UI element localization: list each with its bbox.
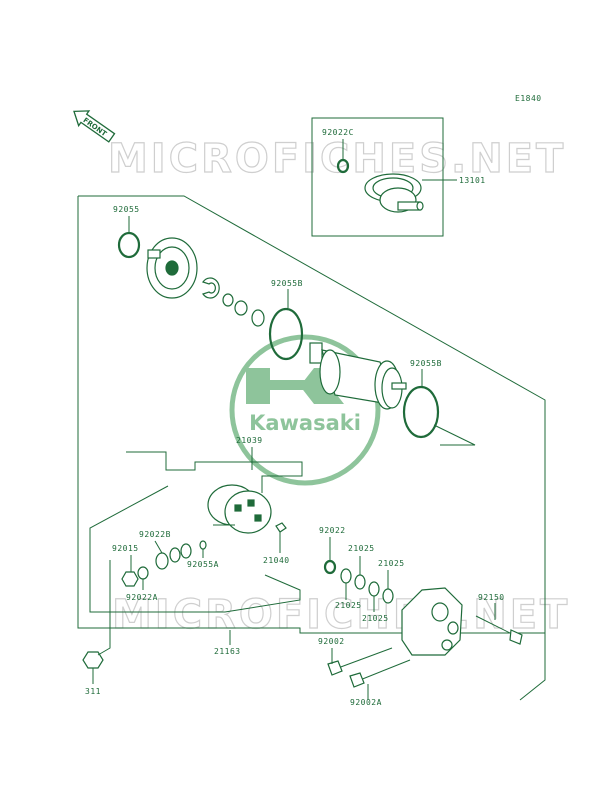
label-92150: 92150: [478, 593, 505, 602]
label-21163: 21163: [214, 647, 241, 656]
part-92002a-bolt: [349, 659, 411, 688]
part-end-cover: [146, 237, 198, 299]
label-92002a: 92002A: [350, 698, 382, 707]
watermark-top: MICROFICHES.NET: [108, 136, 566, 182]
label-92022c: 92022C: [322, 128, 354, 137]
part-21039-brush-holder: [207, 484, 287, 534]
label-21025-d: 21025: [362, 614, 389, 623]
label-92015: 92015: [112, 544, 139, 553]
label-92002: 92002: [318, 637, 345, 646]
part-front-bracket: [401, 587, 463, 656]
part-92150-bolt: [475, 615, 523, 645]
part-92055b-oring-top: [268, 307, 304, 361]
part-shims: [202, 277, 265, 327]
label-92022: 92022: [319, 526, 346, 535]
label-92055b-right: 92055B: [410, 359, 442, 368]
label-21039: 21039: [236, 436, 263, 445]
diagram-code: E1840: [515, 94, 542, 103]
part-washers-left: [121, 540, 207, 587]
part-13101-clutch: [336, 158, 424, 213]
label-92022a: 92022A: [126, 593, 158, 602]
subassembly-box-top: [126, 451, 303, 493]
leader-lines: [92, 139, 496, 700]
label-92055: 92055: [113, 205, 140, 214]
label-311: 311: [85, 687, 101, 696]
logo-text: Kawasaki: [249, 411, 361, 435]
label-21025-a: 21025: [348, 544, 375, 553]
label-92022b: 92022B: [139, 530, 171, 539]
label-21025-b: 21025: [378, 559, 405, 568]
label-92055a: 92055A: [187, 560, 219, 569]
assembly-outline-right: [78, 195, 546, 633]
label-21025-c: 21025: [335, 601, 362, 610]
part-311-nut: [82, 651, 104, 669]
assembly-outline: [77, 196, 546, 701]
label-21040: 21040: [263, 556, 290, 565]
part-washers-right: [323, 559, 394, 604]
label-92055b-top: 92055B: [271, 279, 303, 288]
part-92055-oring: [117, 231, 141, 259]
subassembly-box-bottom: [89, 485, 301, 613]
watermark-bottom: MICROFICHES.NET: [112, 592, 570, 638]
part-starter-motor: [309, 342, 407, 410]
part-92002-bolt: [327, 647, 393, 676]
label-13101: 13101: [459, 176, 486, 185]
part-92055b-oring-right: [402, 385, 440, 439]
inset-box-13101: [311, 117, 444, 237]
